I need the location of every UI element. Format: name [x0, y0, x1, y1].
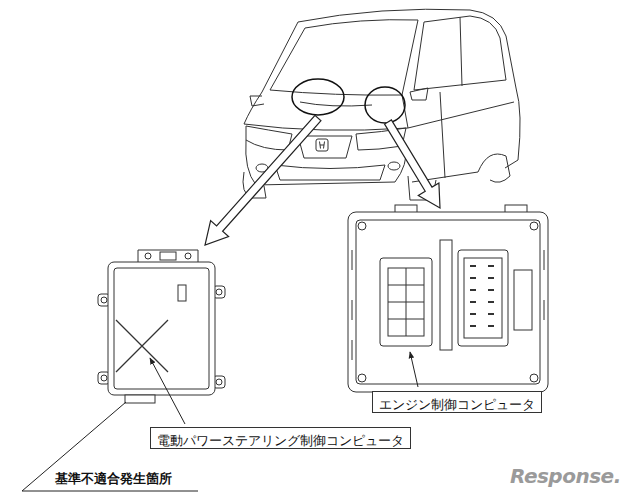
car-illustration — [298, 136, 352, 158]
eps-computer — [145, 253, 151, 259]
car-illustration — [410, 88, 428, 100]
engine-computer — [530, 374, 538, 382]
engine-computer — [358, 222, 366, 230]
eps-computer — [108, 262, 215, 395]
engine-computer — [464, 258, 502, 338]
eps-computer — [101, 297, 107, 303]
car-illustration — [505, 88, 520, 168]
label-box: 電動パワーステアリング制御コンピュータ — [150, 427, 411, 449]
car-illustration — [478, 154, 510, 182]
car-illustration — [275, 165, 385, 180]
leader-line — [410, 352, 418, 387]
car-illustration — [408, 102, 514, 128]
eps-computer — [101, 375, 107, 381]
car-illustration — [440, 92, 445, 178]
car-illustration — [300, 102, 372, 106]
focus-circle — [292, 79, 405, 123]
eps-computer — [216, 379, 222, 385]
part-name: 電動パワーステアリング制御コンピュータ — [157, 433, 404, 449]
leader-line — [22, 352, 418, 491]
engine-computer — [348, 205, 548, 392]
car-illustration — [414, 16, 506, 90]
eps-computer — [125, 395, 155, 403]
eps-computer — [116, 320, 168, 372]
car-illustration — [270, 20, 418, 95]
car-illustration — [460, 17, 462, 86]
eps-computer — [178, 285, 186, 301]
part-name: エンジン制御コンピュータ — [379, 397, 535, 413]
car-illustration — [316, 139, 328, 151]
eps-computer — [160, 252, 176, 260]
engine-computer — [348, 212, 548, 392]
eps-computer — [185, 253, 191, 259]
engine-computer — [440, 240, 452, 350]
watermark: Response. — [510, 464, 621, 488]
label-box: エンジン制御コンピュータ — [372, 391, 542, 413]
eps-computer — [138, 250, 198, 262]
car-illustration — [262, 9, 516, 92]
car-illustration — [388, 162, 400, 170]
focus-circle — [292, 79, 344, 115]
warning-label: 基準不適合発生箇所 — [55, 470, 172, 487]
leader-line — [22, 491, 198, 492]
eps-computer — [114, 268, 209, 389]
eps-computer — [216, 289, 222, 295]
focus-circle — [365, 87, 405, 123]
leader-line — [150, 358, 185, 424]
engine-computer — [388, 268, 424, 336]
engine-computer — [356, 220, 540, 384]
car-illustration — [243, 9, 520, 200]
engine-computer — [388, 268, 424, 336]
car-illustration — [320, 142, 325, 149]
engine-computer — [358, 374, 366, 382]
car-illustration — [250, 96, 264, 106]
engine-computer — [380, 258, 432, 346]
engine-computer — [514, 270, 532, 330]
car-illustration — [244, 124, 408, 130]
car-illustration — [244, 92, 262, 124]
car-illustration — [246, 126, 292, 150]
pointer-arrow — [385, 120, 440, 208]
engine-computer — [470, 266, 494, 326]
pointer-arrow — [205, 115, 321, 245]
engine-computer — [458, 250, 508, 346]
engine-computer — [530, 222, 538, 230]
